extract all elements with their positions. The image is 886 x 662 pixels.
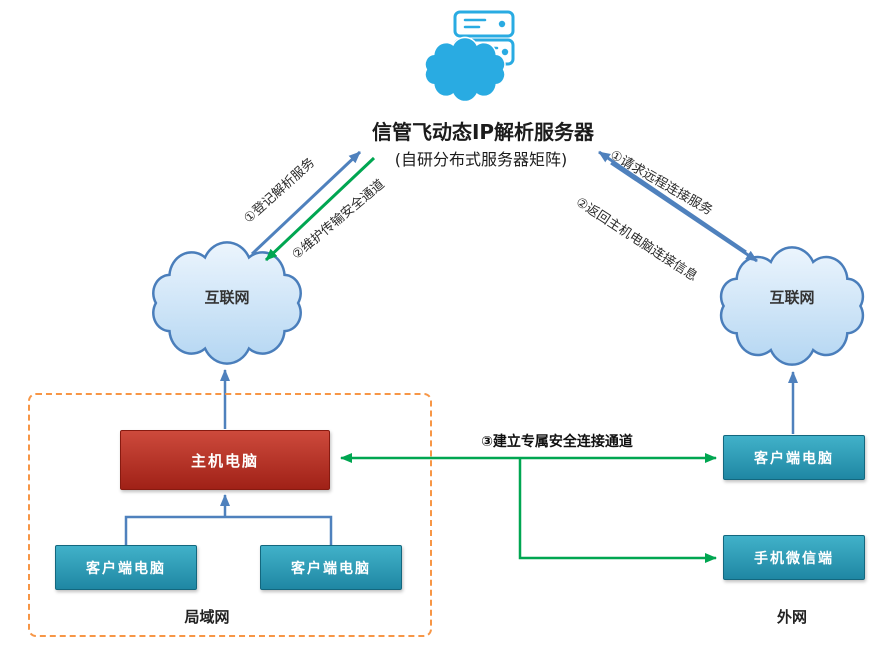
- channel-arrow-to-wechat: [518, 458, 717, 563]
- internet-left-label: 互联网: [204, 288, 250, 307]
- arrow-maintain-channel: [264, 156, 376, 262]
- lan-client-label-2: 客户端电脑: [291, 560, 371, 577]
- lan-connector: [124, 515, 333, 545]
- server-unit-top: [453, 10, 515, 38]
- wan-zone-label: 外网: [776, 608, 808, 626]
- wechat-client-node: 手机微信端: [723, 535, 865, 580]
- page-title: 信管飞动态IP解析服务器: [371, 120, 595, 144]
- wechat-client-label: 手机微信端: [754, 550, 834, 567]
- channel-label: ③建立专属安全连接通道: [481, 434, 633, 450]
- internet-cloud-left: [153, 242, 300, 363]
- wan-client-node: 客户端电脑: [723, 435, 865, 480]
- host-computer-node: 主机电脑: [120, 430, 330, 490]
- server-led-dot: [501, 48, 509, 56]
- lan-client-node-2: 客户端电脑: [260, 545, 402, 590]
- cloud-server-icon: [425, 10, 515, 103]
- arrow-request-connect: [598, 150, 747, 254]
- internet-cloud-right: [721, 247, 863, 364]
- server-led-dot: [498, 20, 506, 28]
- lan-zone-label: 局域网: [184, 608, 230, 626]
- internet-right-label: 互联网: [769, 288, 815, 307]
- arrow-return-info: [610, 161, 758, 263]
- lan-zone-border: [28, 393, 432, 637]
- wan-client-label: 客户端电脑: [754, 450, 834, 467]
- lan-client-label-1: 客户端电脑: [86, 560, 166, 577]
- lan-client-node-1: 客户端电脑: [55, 545, 197, 590]
- page-subtitle: (自研分布式服务器矩阵): [394, 150, 568, 169]
- host-computer-label: 主机电脑: [190, 451, 259, 470]
- icon-cloud-shape: [425, 36, 506, 103]
- arrow-register-service: [250, 150, 362, 256]
